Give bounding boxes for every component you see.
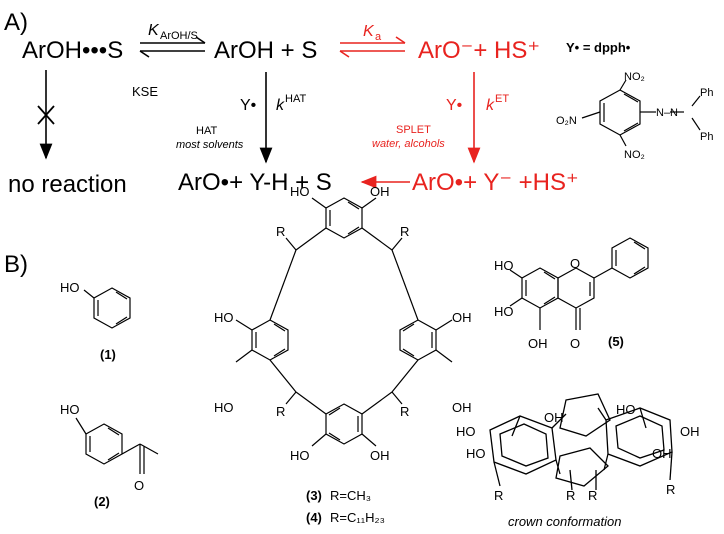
crown-ho-3: HO (616, 402, 636, 417)
compound-2-hydroxyacetophenone (75, 417, 159, 474)
c3-oh-2: OH (370, 184, 390, 199)
crown-oh-2: OH (680, 424, 700, 439)
c3-oh-7: HO (290, 448, 310, 463)
crown-oh-1: OH (544, 410, 564, 425)
hat-label: HAT (196, 125, 217, 137)
compound-5-baicalein (509, 237, 649, 330)
equilibrium-arrows-complex (139, 36, 206, 58)
crown-oh-3: OH (652, 446, 672, 461)
c3-r-2: R (400, 224, 409, 239)
dpph-structure (581, 79, 701, 147)
c4-label: (4) (306, 510, 322, 525)
compound-1-phenol (83, 287, 131, 329)
dpph-no2-left: O₂N (556, 115, 577, 127)
crown-r-2: R (566, 488, 575, 503)
dpph-nn: N–N (656, 107, 678, 119)
c3-oh-5: OH (452, 310, 472, 325)
k-hat-sup: HAT (285, 93, 306, 105)
c3-r-3: R (276, 404, 285, 419)
crown-r-1: R (494, 488, 503, 503)
ka: K (363, 23, 375, 40)
c5-o-ketone: O (570, 336, 580, 351)
reactants-text: ArOH + S (214, 37, 317, 64)
c5-label: (5) (608, 334, 624, 349)
c3-r-4: R (400, 404, 409, 419)
c5-o-ring: O (570, 256, 580, 271)
compound-3-4-resorcinarene (235, 197, 453, 447)
c3-oh-4: HO (214, 400, 234, 415)
k-equilibrium: K (148, 22, 160, 39)
c3-text: R=CH₃ (330, 488, 371, 503)
c4-text: R=C₁₁H₂₃ (330, 510, 385, 525)
c5-oh-3: OH (528, 336, 548, 351)
c3-oh-3: HO (214, 310, 234, 325)
c2-o: O (134, 478, 144, 493)
c1-label: (1) (100, 347, 116, 362)
crown-r-3: R (588, 488, 597, 503)
k-hat: k (276, 97, 285, 114)
radical-definition: Y• = dpph• (566, 40, 631, 55)
crown-ho-2: HO (466, 446, 486, 461)
c3-oh-8: OH (370, 448, 390, 463)
c3-oh-1: HO (290, 184, 310, 199)
hat-note: most solvents (176, 139, 244, 151)
dpph-ph1: Ph (700, 87, 713, 99)
c3-label: (3) (306, 488, 322, 503)
k-et: k (486, 97, 495, 114)
crown-ho-1: HO (456, 424, 476, 439)
crown-caption: crown conformation (508, 514, 621, 529)
dpph-no2-bottom: NO₂ (624, 149, 645, 161)
dpph-ph2: Ph (700, 131, 713, 143)
k-equilibrium-sub: ArOH/S (160, 30, 198, 42)
k-et-sup: ET (495, 93, 509, 105)
crown-r-4: R (666, 482, 675, 497)
c5-oh-1: HO (494, 258, 514, 273)
products-splet: ArO•+ Y⁻ +HS⁺ (412, 169, 579, 196)
equilibrium-arrows-ka (339, 36, 406, 58)
panel-a-label: A) (4, 9, 28, 36)
c1-oh: HO (60, 280, 80, 295)
no-reaction: no reaction (8, 171, 127, 198)
y-radical-right: Y• (446, 97, 462, 114)
dpph-no2-top: NO₂ (624, 71, 645, 83)
splet-note: water, alcohols (372, 138, 445, 150)
crown-conformation-structure (489, 393, 673, 491)
products-hat: ArO•+ Y-H + S (178, 169, 332, 196)
splet-label: SPLET (396, 124, 431, 136)
c2-oh: HO (60, 402, 80, 417)
complex-text: ArOH•••S (22, 37, 123, 64)
c5-oh-2: HO (494, 304, 514, 319)
c2-label: (2) (94, 494, 110, 509)
ionized-text: ArO⁻+ HS⁺ (418, 37, 540, 64)
kse-label: KSE (132, 84, 158, 99)
c3-oh-6: OH (452, 400, 472, 415)
y-radical-left: Y• (240, 97, 256, 114)
ka-sub: a (375, 31, 382, 43)
blocked-arrow (37, 70, 55, 160)
c3-r-1: R (276, 224, 285, 239)
panel-b-label: B) (4, 251, 28, 278)
